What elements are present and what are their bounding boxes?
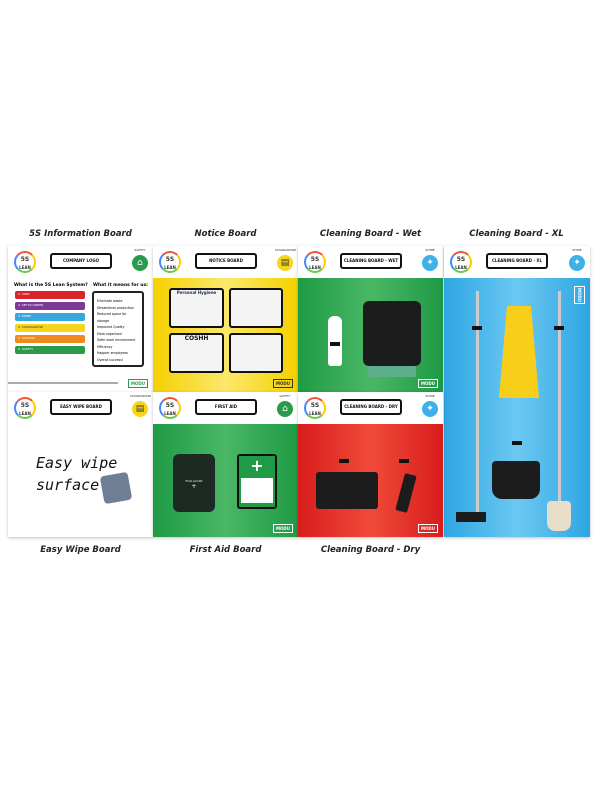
board-title: COMPANY LOGO (50, 253, 112, 269)
benefit: Safer work environment (97, 338, 136, 342)
hand-brush (395, 473, 417, 513)
benefit: Eliminate waste (97, 299, 123, 303)
caption-wipe: Easy Wipe Board (40, 545, 121, 555)
paper-towel (368, 366, 416, 377)
benefit: Efficiency (97, 344, 113, 349)
board-title: CLEANING BOARD - DRY (340, 399, 402, 415)
benefit: Happier employees (97, 351, 128, 355)
bucket (492, 461, 540, 499)
poster-ppe (229, 333, 283, 373)
spray-bottle (328, 316, 342, 366)
caption-firstaid: First Aid Board (189, 545, 262, 555)
caption-dry: Cleaning Board - Dry (320, 545, 421, 555)
brand-logo: MODU (418, 524, 438, 533)
safety-icon: ⌂ (277, 401, 293, 417)
step: 4. STANDARDISE (15, 324, 85, 332)
badge-label: SAFETY (279, 394, 291, 398)
shine-icon: ✦ (569, 255, 585, 271)
shine-icon: ✦ (422, 401, 438, 417)
brand-logo: MODU (128, 379, 148, 388)
wet-floor-sign (499, 306, 539, 398)
step: 5. SUSTAIN (15, 335, 85, 343)
step: 3. SHINE (15, 313, 85, 321)
benefit: Reduced space for storage (97, 312, 127, 323)
caption-notice: Notice Board (194, 229, 257, 239)
board-title: EASY WIPE BOARD (50, 399, 112, 415)
mop-handle (558, 291, 561, 506)
benefit: More organised (97, 331, 122, 336)
shine-icon: ✦ (422, 255, 438, 271)
safety-icon: ⌂ (132, 255, 148, 271)
board-title: CLEANING BOARD - WET (340, 253, 402, 269)
brand-logo: MODU (574, 286, 585, 304)
badge-label: SHINE (572, 248, 582, 252)
caption-wet: Cleaning Board - Wet (319, 229, 422, 239)
mop-head (547, 501, 571, 531)
board-title: NOTICE BOARD (195, 253, 257, 269)
steps-list: 1. SORT 2. SET IN ORDER 3. SHINE 4. STAN… (15, 291, 85, 357)
first-aid-kit: First Aid Kit+ (173, 454, 215, 512)
broom-head (456, 512, 486, 522)
dustpan (316, 472, 378, 509)
badge-label: SHINE (425, 394, 435, 398)
badge-label: SAFETY (134, 248, 146, 252)
step: 2. SET IN ORDER (15, 302, 85, 310)
standardise-icon: ▤ (132, 401, 148, 417)
standardise-icon: ▤ (277, 255, 293, 271)
benefit: Improved Quality (97, 325, 125, 329)
step: 1. SORT (15, 291, 85, 299)
question-1: What is the 5S Lean System? (14, 283, 88, 288)
poster-table (229, 288, 283, 328)
benefit: Overall success! (97, 357, 124, 362)
brand-logo: MODU (418, 379, 438, 388)
poster-coshh: COSHH (169, 333, 224, 373)
brand-logo: MODU (273, 379, 293, 388)
poster-personal-hygiene: Personal Hygiene (169, 288, 224, 328)
board-title: CLEANING BOARD - XL (486, 253, 548, 269)
bottom-stripe (8, 382, 118, 384)
board-title: FIRST AID (195, 399, 257, 415)
caption-xl: Cleaning Board - XL (469, 229, 564, 239)
benefit: Streamlines production (97, 305, 135, 310)
badge-label: SHINE (425, 248, 435, 252)
badge-label: STANDARDISE (130, 394, 152, 398)
question-2: What it means for us: (93, 283, 148, 288)
brand-logo: MODU (273, 524, 293, 533)
paper-towel-dispenser (363, 301, 421, 366)
first-aid-sign: + (237, 454, 277, 509)
caption-info: 5S Information Board (29, 229, 132, 239)
benefits-panel: Eliminate waste Streamlines production R… (92, 291, 144, 367)
cloth-hand-icon (99, 471, 133, 505)
broom-handle (476, 291, 479, 516)
step: 6. SAFETY (15, 346, 85, 354)
badge-label: STANDARDISE (275, 248, 297, 252)
